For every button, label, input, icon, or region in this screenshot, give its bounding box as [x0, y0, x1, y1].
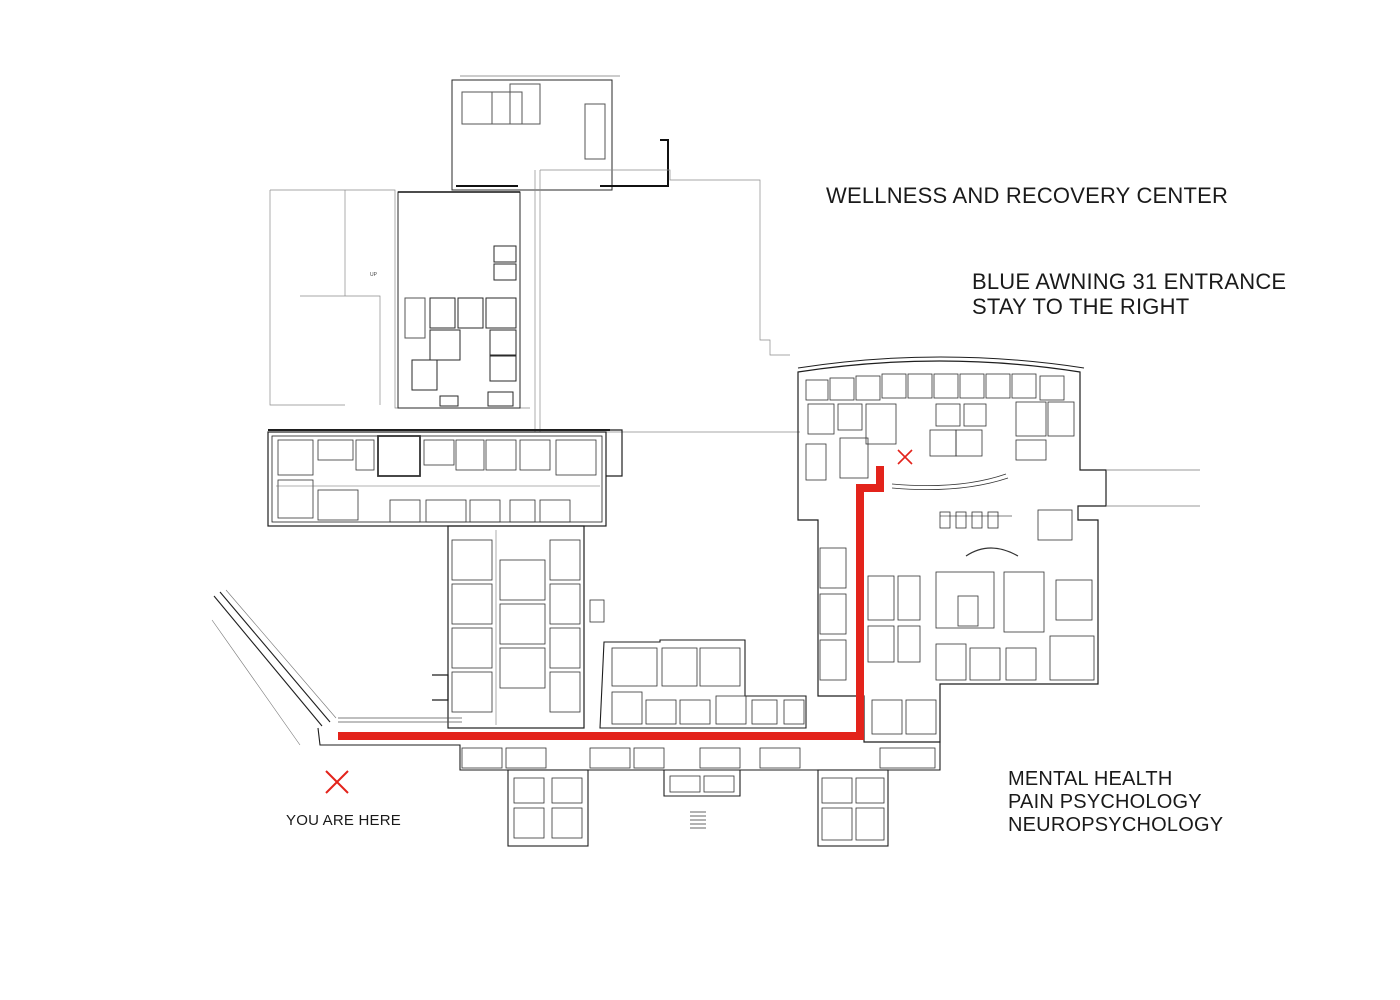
inner-north-block — [397, 191, 521, 409]
department-item: MENTAL HEALTH — [1008, 768, 1173, 790]
route-path — [338, 466, 884, 740]
diagonal-walkway — [211, 589, 337, 746]
department-list: MENTAL HEALTH PAIN PSYCHOLOGY NEUROPSYCH… — [1008, 768, 1223, 837]
stair-label: UP — [370, 272, 377, 278]
x-marker-icon — [897, 449, 913, 465]
central-wing — [432, 525, 605, 729]
middle-block — [599, 639, 807, 729]
plaza-outline — [269, 169, 800, 433]
east-wing — [797, 356, 1200, 743]
center-title: WELLNESS AND RECOVERY CENTER — [826, 183, 1229, 208]
entrance-line: BLUE AWNING 31 ENTRANCE — [972, 269, 1287, 294]
x-marker-icon — [325, 770, 349, 794]
entrance-instructions: BLUE AWNING 31 ENTRANCE STAY TO THE RIGH… — [972, 269, 1286, 319]
department-item: PAIN PSYCHOLOGY — [1008, 791, 1202, 813]
north-annex — [451, 75, 669, 191]
you-are-here-label: YOU ARE HERE — [286, 812, 401, 829]
entrance-line: STAY TO THE RIGHT — [972, 294, 1190, 319]
department-item: NEUROPSYCHOLOGY — [1008, 814, 1224, 836]
west-wing — [267, 429, 623, 527]
